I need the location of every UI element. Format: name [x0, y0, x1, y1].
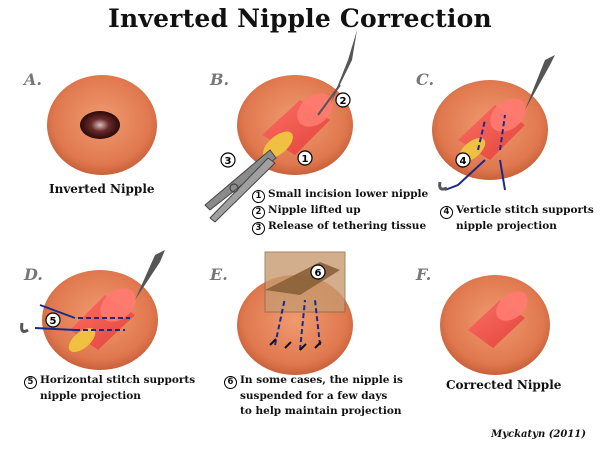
- step-6-line2: suspended for a few days: [240, 390, 388, 402]
- panel-letter-d: D.: [24, 265, 43, 284]
- diagram-title: Inverted Nipple Correction: [108, 4, 492, 33]
- vertical-stitch: [477, 114, 506, 151]
- step-5-line2: nipple projection: [40, 390, 141, 402]
- svg-text:3: 3: [225, 156, 232, 167]
- suture-needle-d: [20, 322, 29, 333]
- tag-4-c: 4: [455, 152, 471, 168]
- step-1-text: Small incision lower nipple: [268, 188, 429, 200]
- skin-hook-b: [317, 30, 357, 116]
- step-5-number: 5: [24, 376, 37, 389]
- horizontal-stitch: [75, 317, 130, 331]
- suture-needle-c: [438, 181, 448, 191]
- panel-letter-b: B.: [210, 70, 230, 89]
- tag-6-e: 6: [310, 264, 326, 280]
- step-6-line1: In some cases, the nipple is: [240, 374, 403, 386]
- step-6-line3: to help maintain projection: [240, 405, 402, 417]
- author-signature: Myckatyn (2011): [491, 429, 586, 440]
- step-2-number: 2: [252, 206, 265, 219]
- step-1-number: 1: [252, 190, 265, 203]
- step-5-line1: Horizontal stitch supports: [40, 374, 196, 386]
- svg-text:6: 6: [315, 268, 322, 279]
- caption-f: Corrected Nipple: [446, 378, 562, 392]
- tag-1-b: 1: [297, 150, 313, 166]
- panel-a-illustration: [47, 75, 157, 175]
- panel-b-illustration: 1 2 3: [204, 30, 357, 223]
- tag-3-b: 3: [220, 152, 236, 168]
- caption-a: Inverted Nipple: [49, 182, 155, 196]
- step-4-line2: nipple projection: [456, 220, 557, 232]
- step-3-text: Release of tethering tissue: [268, 220, 427, 232]
- svg-text:1: 1: [302, 154, 309, 165]
- step-4-number: 4: [440, 206, 453, 219]
- step-6-number: 6: [224, 376, 237, 389]
- svg-text:2: 2: [340, 96, 347, 107]
- step-3-number: 3: [252, 222, 265, 235]
- panel-letter-f: F.: [416, 265, 432, 284]
- panel-f-illustration: [440, 275, 550, 375]
- panel-d-illustration: 5: [20, 250, 165, 370]
- svg-text:4: 4: [460, 156, 467, 167]
- panel-letter-c: C.: [416, 70, 435, 89]
- step-4-line1: Verticle stitch supports: [456, 204, 594, 216]
- tag-2-b: 2: [335, 92, 351, 108]
- svg-text:5: 5: [50, 316, 57, 327]
- panel-c-illustration: 4: [432, 55, 555, 191]
- panel-letter-e: E.: [210, 265, 228, 284]
- inverted-nipple: [80, 111, 120, 139]
- step-2-text: Nipple lifted up: [268, 204, 361, 216]
- panel-e-illustration: 6: [237, 251, 353, 375]
- scissors: [204, 149, 277, 223]
- tag-5-d: 5: [45, 312, 61, 328]
- panel-letter-a: A.: [24, 70, 42, 89]
